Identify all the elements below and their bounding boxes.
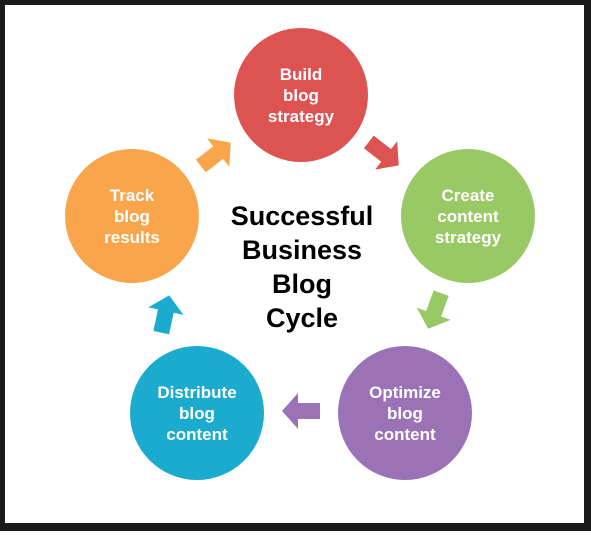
step-circle [338,346,472,480]
step-optimize-blog-content: Optimize blog content [338,346,472,480]
step-label-line: strategy [268,107,335,126]
step-build-blog-strategy: Build blog strategy [234,28,368,162]
step-label-line: blog [114,207,150,226]
step-circle [234,28,368,162]
step-label-line: Create [442,186,495,205]
arrow-optimize-to-distribute-icon [282,393,320,429]
step-label-line: blog [387,404,423,423]
center-title-line: Cycle [266,303,338,333]
step-label-line: Distribute [157,383,236,402]
step-label-line: strategy [435,228,502,247]
step-circle [130,346,264,480]
center-title-line: Successful [231,201,374,231]
step-label-line: results [104,228,160,247]
step-label-line: blog [179,404,215,423]
step-label-line: Optimize [369,383,441,402]
arrow-distribute-to-track-icon [148,295,184,335]
arrow-create-to-optimize-icon [416,290,451,329]
step-distribute-blog-content: Distribute blog content [130,346,264,480]
step-label-line: content [374,425,436,444]
step-create-content-strategy: Create content strategy [401,149,535,283]
center-title: Successful Business Blog Cycle [231,201,374,333]
step-track-blog-results: Track blog results [65,149,199,283]
step-circle [401,149,535,283]
step-circle [65,149,199,283]
center-title-line: Blog [272,269,332,299]
step-label-line: Track [110,186,155,205]
step-label-line: blog [283,86,319,105]
step-label-line: content [437,207,499,226]
arrow-build-to-create-icon [363,135,399,170]
step-label-line: content [166,425,228,444]
arrow-track-to-build-icon [195,138,231,173]
blog-cycle-diagram: Successful Business Blog Cycle Build blo… [65,28,535,480]
center-title-line: Business [242,235,362,265]
step-label-line: Build [280,65,323,84]
